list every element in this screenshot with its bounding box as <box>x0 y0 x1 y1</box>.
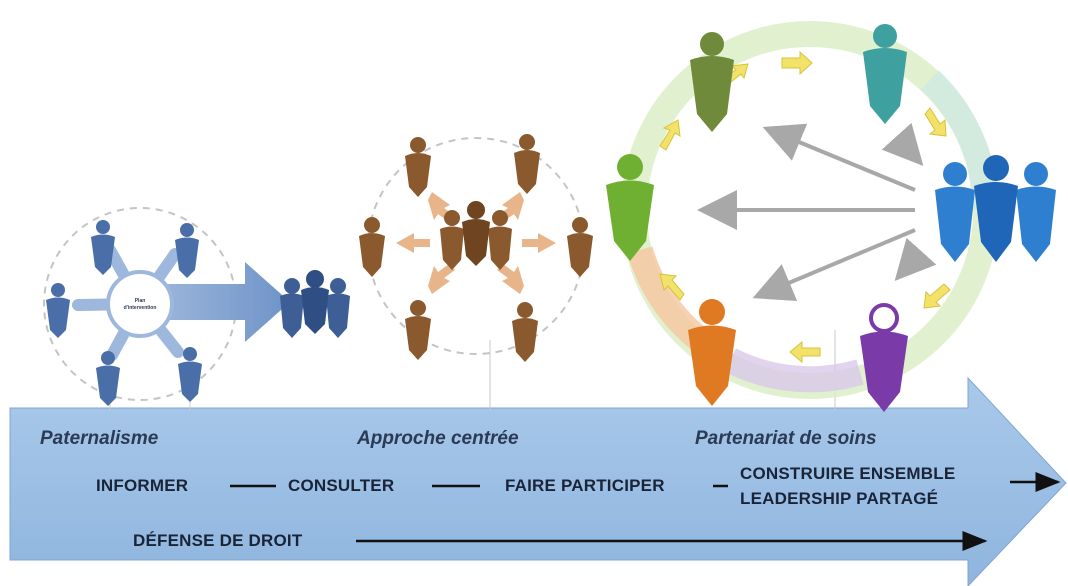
person-icon <box>175 223 199 278</box>
person-icon <box>688 299 736 406</box>
center-box-line2: d'intervention <box>124 305 157 311</box>
person-icon <box>280 278 304 338</box>
phase-approche: Approche centrée <box>357 428 519 449</box>
person-icon <box>178 347 202 402</box>
paternalisme-group: Plan d'intervention <box>43 207 350 406</box>
person-icon <box>359 217 385 277</box>
person-icon <box>46 283 70 338</box>
person-icon <box>567 217 593 277</box>
person-icon <box>974 155 1018 262</box>
person-icon <box>860 303 908 412</box>
person-icon <box>935 162 975 262</box>
person-icon <box>512 302 538 362</box>
person-icon <box>1016 162 1056 262</box>
step-construire: CONSTRUIRE ENSEMBLE <box>740 464 956 483</box>
center-box-line1: Plan <box>135 298 146 304</box>
person-icon <box>301 270 329 334</box>
step-consulter: CONSULTER <box>288 476 395 495</box>
person-icon <box>405 300 431 360</box>
person-icon <box>863 24 907 124</box>
person-icon <box>405 137 431 197</box>
person-icon <box>488 210 512 270</box>
approche-group <box>359 134 593 362</box>
step-connectors <box>230 472 1061 551</box>
person-icon <box>690 32 734 132</box>
person-icon <box>440 210 464 270</box>
person-icon <box>96 351 120 406</box>
partenariat-group <box>606 21 1056 412</box>
person-icon <box>606 154 654 261</box>
person-icon <box>91 220 115 275</box>
step-participer: FAIRE PARTICIPER <box>505 476 665 495</box>
person-icon <box>326 278 350 338</box>
person-icon <box>462 201 490 266</box>
step-leadership: LEADERSHIP PARTAGÉ <box>740 489 939 508</box>
person-icon <box>514 134 540 194</box>
phase-paternalisme: Paternalisme <box>40 428 159 449</box>
paternalisme-arrow <box>150 262 290 342</box>
step-informer: INFORMER <box>96 476 189 495</box>
phase-partenariat: Partenariat de soins <box>695 428 877 449</box>
timeline-arrow <box>9 376 1067 586</box>
step-defense: DÉFENSE DE DROIT <box>133 531 303 550</box>
